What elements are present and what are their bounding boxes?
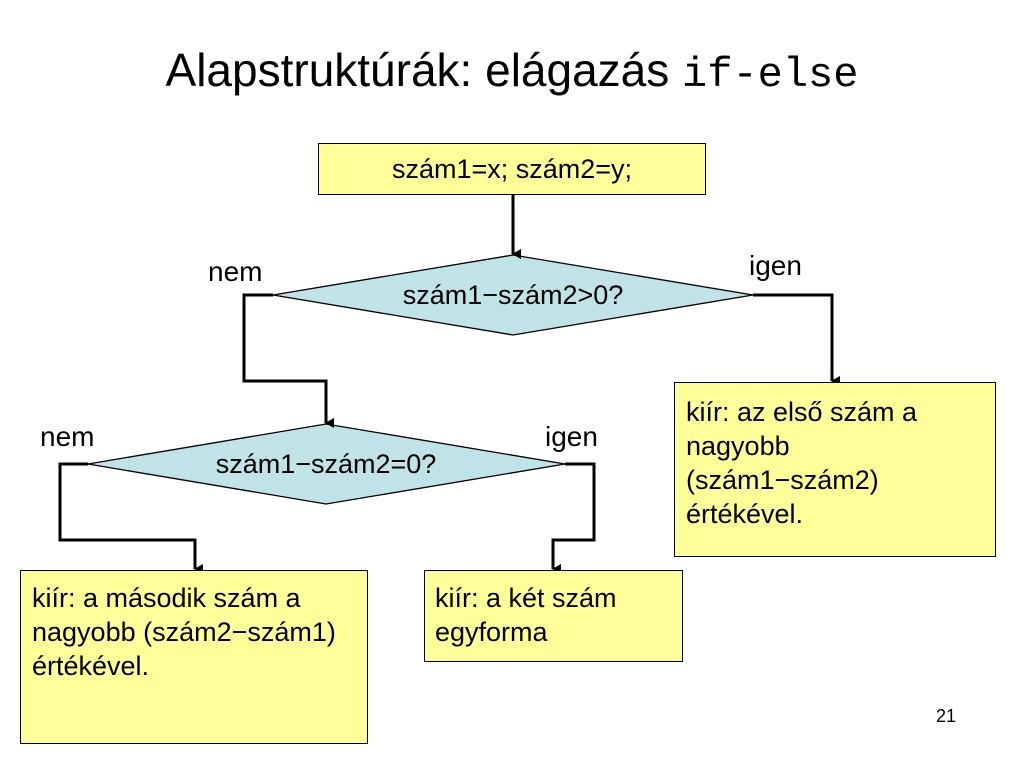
decision2-yes-label: igen <box>545 421 598 452</box>
title-code: if-else <box>682 51 859 99</box>
title-text: Alapstruktúrák: elágazás <box>165 44 670 96</box>
output-second-bigger-box: kiír: a második szám a nagyobb (szám2−sz… <box>20 570 368 744</box>
slide-title: Alapstruktúrák: elágazás if-else <box>0 40 1024 105</box>
output-second-bigger-text: kiír: a második szám a nagyobb (szám2−sz… <box>32 583 336 681</box>
start-box: szám1=x; szám2=y; <box>318 143 706 195</box>
start-box-text: szám1=x; szám2=y; <box>391 154 633 184</box>
output-equal-box: kiír: a két szám egyforma <box>424 570 683 662</box>
output-first-bigger-text: kiír: az első szám a nagyobb (szám1−szám… <box>686 397 918 529</box>
arrow-decision2-no <box>58 462 203 574</box>
output-first-bigger-box: kiír: az első szám a nagyobb (szám1−szám… <box>674 382 996 557</box>
arrow-decision1-yes <box>753 293 840 386</box>
output-equal-text: kiír: a két szám egyforma <box>435 583 617 647</box>
decision1-yes-label: igen <box>749 250 802 281</box>
arrow-decision1-no <box>242 293 334 428</box>
page-number: 21 <box>936 706 957 726</box>
decision2-condition: szám1−szám2=0? <box>215 449 437 479</box>
decision2-no-label: nem <box>40 421 95 452</box>
arrow-decision2-yes <box>551 462 596 574</box>
decision1-condition: szám1−szám2>0? <box>402 280 624 310</box>
decision1-no-label: nem <box>208 256 263 287</box>
